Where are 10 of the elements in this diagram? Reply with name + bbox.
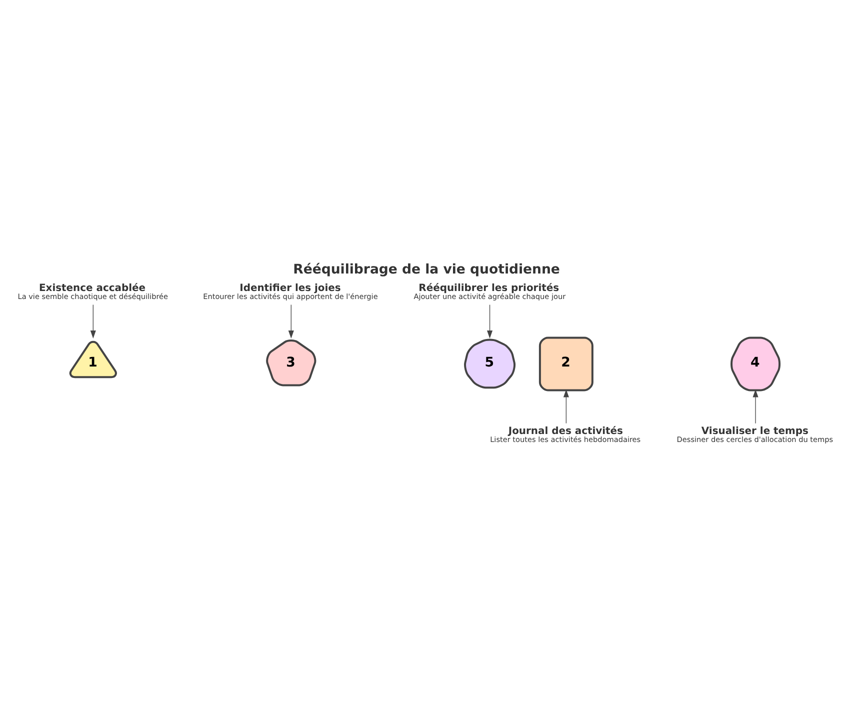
node-circle: 5 [464, 338, 516, 389]
arrow [486, 304, 493, 338]
node-circle: 4 [730, 336, 781, 392]
node-box: 2 [538, 336, 594, 392]
node-circle: 3 [266, 340, 316, 386]
arrow [90, 304, 96, 338]
arrow [752, 389, 758, 424]
diagram-title: Rééquilibrage de la vie quotidienne [293, 262, 560, 278]
arrow [563, 389, 569, 424]
arrow [288, 304, 294, 338]
